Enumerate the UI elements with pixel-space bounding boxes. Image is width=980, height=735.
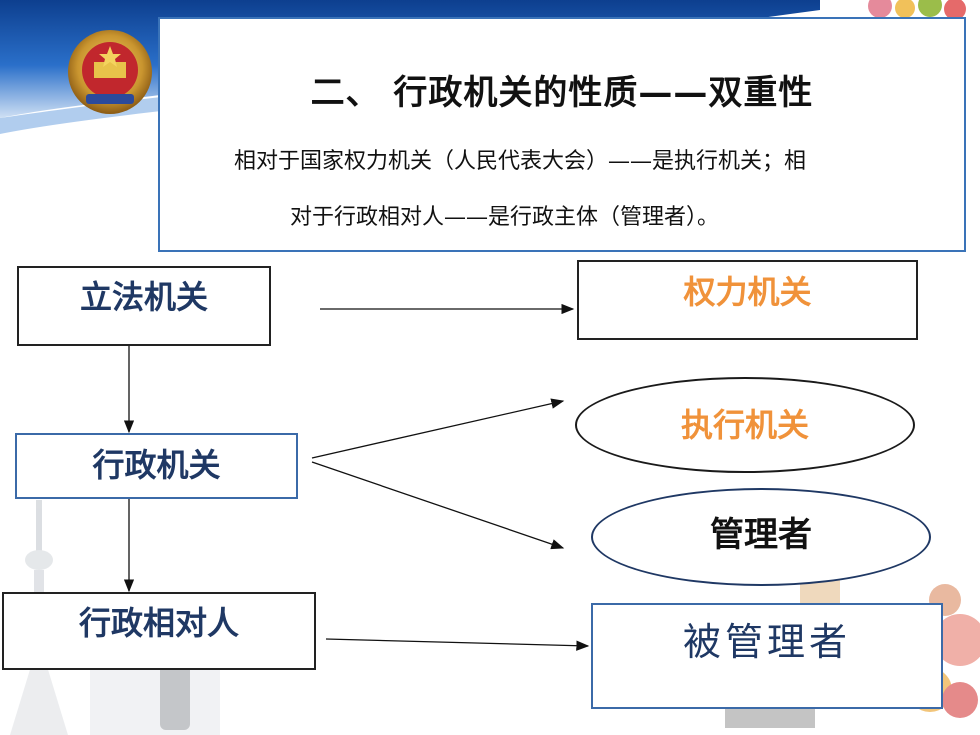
node-power-organ: 权力机关: [577, 260, 918, 340]
node-administrative-organ: 行政机关: [15, 433, 298, 499]
node-label: 行政机关: [17, 435, 296, 495]
slide-title: 二、 行政机关的性质——双重性: [160, 65, 964, 114]
node-manager: 管理者: [591, 488, 931, 586]
node-label: 管理者: [710, 515, 812, 555]
node-label: 行政相对人: [4, 594, 314, 652]
body-line-1: 相对于国家权力机关（人民代表大会）——是执行机关；相: [234, 134, 954, 190]
title-body: 相对于国家权力机关（人民代表大会）——是执行机关；相 对于行政相对人——是行政主…: [234, 134, 954, 246]
node-executive-organ: 执行机关: [575, 377, 915, 473]
node-label: 被管理者: [593, 605, 941, 679]
police-emblem-icon: [68, 30, 152, 114]
node-managed: 被管理者: [591, 603, 943, 709]
node-label: 权力机关: [579, 262, 916, 322]
node-label: 执行机关: [681, 406, 809, 444]
node-legislative-organ: 立法机关: [17, 266, 271, 346]
title-box: 二、 行政机关的性质——双重性 相对于国家权力机关（人民代表大会）——是执行机关…: [158, 17, 966, 252]
node-label: 立法机关: [19, 268, 269, 326]
body-line-2: 对于行政相对人——是行政主体（管理者）。: [234, 190, 954, 246]
node-administrative-counterpart: 行政相对人: [2, 592, 316, 670]
